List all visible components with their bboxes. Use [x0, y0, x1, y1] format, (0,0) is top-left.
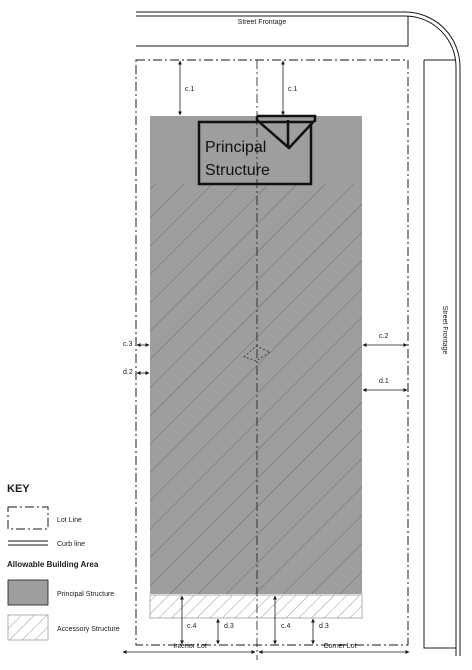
- key-curb-line-label: Curb line: [57, 541, 85, 548]
- key-allowable-heading: Allowable Building Area: [7, 560, 99, 569]
- key-principal-swatch: [7, 579, 49, 606]
- dim-c4-left-label: c.4: [187, 623, 196, 630]
- center-marker: [243, 345, 271, 362]
- key-accessory-label: Accessory Structure: [57, 626, 120, 633]
- principal-structure-outline: [197, 114, 317, 186]
- key-legend: KEY Lot Line Curb line Allowable Buildin…: [7, 483, 120, 641]
- key-accessory-hatch: [8, 615, 48, 640]
- dim-c4-right-label: c.4: [281, 623, 290, 630]
- key-lot-line-label: Lot Line: [57, 517, 82, 524]
- dim-d1-label: d.1: [379, 378, 389, 385]
- key-title: KEY: [7, 483, 30, 495]
- accessory-hatch: [150, 595, 362, 618]
- key-principal-label: Principal Structure: [57, 591, 114, 598]
- key-curb-line-swatch: [8, 540, 48, 546]
- street-frontage-right: Street Frontage: [441, 306, 448, 355]
- interior-lot-label: Interior Lot: [173, 643, 207, 650]
- principal-building-area: [150, 116, 362, 184]
- hatch-overlay: [150, 184, 362, 594]
- corner-lot-label: Corner Lot: [323, 643, 356, 650]
- dim-c1-left-label: c.1: [185, 86, 194, 93]
- curb-line-top: [136, 11, 461, 656]
- dim-c2-label: c.2: [379, 333, 388, 340]
- principal-structure-label-2: Structure: [205, 162, 270, 179]
- dim-d2-label: d.2: [123, 369, 133, 376]
- street-frontage-top: Street Frontage: [238, 19, 287, 26]
- key-lot-line-swatch: [7, 506, 49, 530]
- dim-c1-right-label: c.1: [288, 86, 297, 93]
- lot-line: [135, 59, 409, 646]
- principal-structure-label-1: Principal: [205, 139, 266, 156]
- dim-d3-right-label: d.3: [319, 623, 329, 630]
- dim-d3-left-label: d.3: [224, 623, 234, 630]
- dim-c3-label: c.3: [123, 341, 132, 348]
